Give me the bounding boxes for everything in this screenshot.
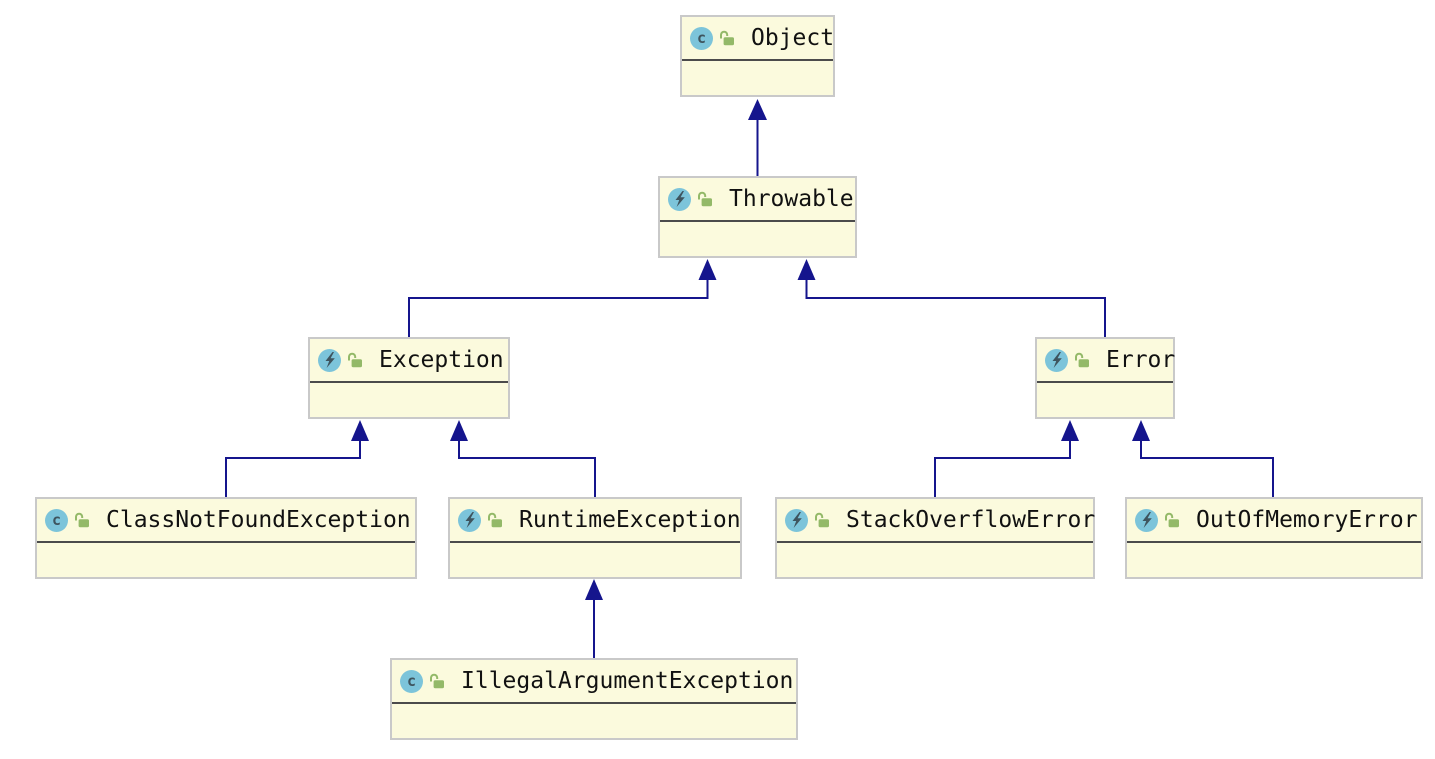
- public-unlocked-icon: [348, 352, 362, 367]
- public-unlocked-icon: [75, 512, 89, 527]
- class-node-stackoverflowerror[interactable]: StackOverflowError: [775, 497, 1095, 579]
- exception-lightning-icon: [785, 508, 808, 532]
- edge-stackoverflowerror-extends-error: [934, 420, 1079, 497]
- edge-outofmemoryerror-extends-error: [1132, 420, 1274, 497]
- members-compartment: [392, 704, 796, 736]
- class-name: RuntimeException: [519, 506, 741, 533]
- class-title-row: Throwable: [660, 178, 855, 222]
- class-name: Object: [751, 24, 835, 51]
- class-node-throwable[interactable]: Throwable: [658, 176, 857, 258]
- public-unlocked-icon: [488, 512, 502, 527]
- class-name: StackOverflowError: [846, 506, 1096, 533]
- class-icon-letter: c: [696, 28, 707, 47]
- class-icon: c: [690, 26, 713, 50]
- class-icon-letter: c: [406, 671, 417, 690]
- class-node-illegalargumentexception[interactable]: c IllegalArgumentException: [390, 658, 798, 740]
- public-unlocked-icon: [720, 30, 734, 45]
- class-title-row: OutOfMemoryError: [1127, 499, 1421, 543]
- class-node-exception[interactable]: Exception: [308, 337, 510, 419]
- exception-lightning-icon: [318, 348, 341, 372]
- class-node-outofmemoryerror[interactable]: OutOfMemoryError: [1125, 497, 1423, 579]
- class-name: IllegalArgumentException: [461, 667, 794, 694]
- exception-lightning-icon: [458, 508, 481, 532]
- class-node-object[interactable]: c Object: [680, 15, 835, 97]
- members-compartment: [450, 543, 740, 575]
- class-icon: c: [400, 669, 423, 693]
- class-name: ClassNotFoundException: [106, 506, 411, 533]
- class-name: OutOfMemoryError: [1196, 506, 1418, 533]
- class-name: Error: [1106, 346, 1176, 373]
- class-title-row: StackOverflowError: [777, 499, 1096, 543]
- class-name: Exception: [379, 346, 504, 373]
- edge-illegalargumentexception-extends-runtimeexception: [585, 579, 603, 658]
- exception-lightning-icon: [668, 187, 691, 211]
- public-unlocked-icon: [430, 673, 444, 688]
- members-compartment: [682, 61, 833, 93]
- class-title-row: RuntimeException: [450, 499, 741, 543]
- public-unlocked-icon: [1165, 512, 1179, 527]
- exception-lightning-icon: [1135, 508, 1158, 532]
- edge-runtimeexception-extends-exception: [450, 420, 596, 497]
- members-compartment: [1037, 383, 1173, 415]
- class-title-row: Exception: [310, 339, 508, 383]
- class-title-row: c Object: [682, 17, 835, 61]
- class-node-error[interactable]: Error: [1035, 337, 1175, 419]
- members-compartment: [1127, 543, 1421, 575]
- edge-error-extends-throwable: [797, 259, 1106, 337]
- members-compartment: [777, 543, 1093, 575]
- class-name: Throwable: [729, 185, 854, 212]
- public-unlocked-icon: [1075, 352, 1089, 367]
- edge-classnotfoundexception-extends-exception: [225, 420, 369, 497]
- members-compartment: [660, 222, 855, 254]
- public-unlocked-icon: [698, 191, 712, 206]
- exception-lightning-icon: [1045, 348, 1068, 372]
- class-icon: c: [45, 508, 68, 532]
- class-icon-letter: c: [51, 510, 62, 529]
- class-title-row: c IllegalArgumentException: [392, 660, 796, 704]
- members-compartment: [310, 383, 508, 415]
- edge-throwable-extends-object: [748, 99, 767, 176]
- class-title-row: Error: [1037, 339, 1176, 383]
- class-title-row: c ClassNotFoundException: [37, 499, 415, 543]
- members-compartment: [37, 543, 415, 575]
- class-node-classnotfoundexception[interactable]: c ClassNotFoundException: [35, 497, 417, 579]
- edge-exception-extends-throwable: [408, 259, 717, 337]
- class-node-runtimeexception[interactable]: RuntimeException: [448, 497, 742, 579]
- public-unlocked-icon: [815, 512, 829, 527]
